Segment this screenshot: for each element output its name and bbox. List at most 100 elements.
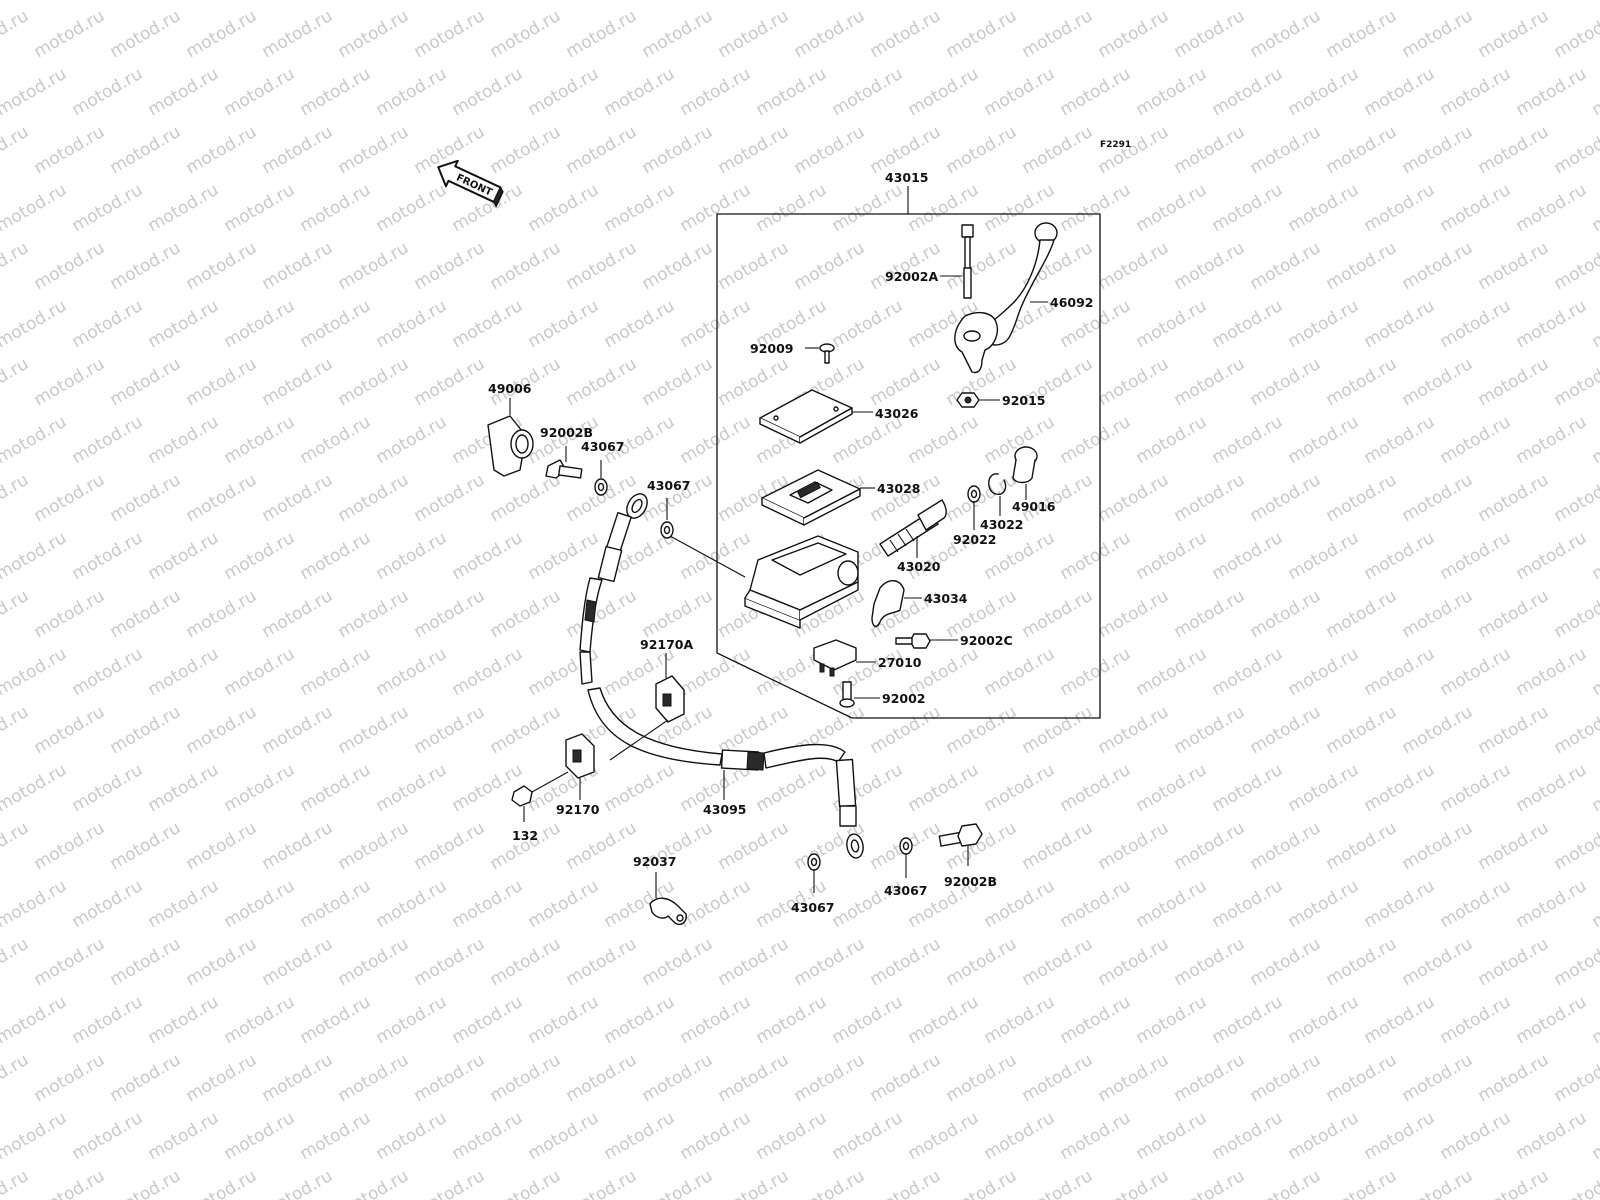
watermark-text: motod.ru [335, 122, 413, 178]
watermark-text: motod.ru [31, 586, 109, 642]
watermark-text: motod.ru [335, 586, 413, 642]
watermark-text: motod.ru [373, 760, 451, 816]
watermark-text: motod.ru [1551, 470, 1600, 526]
watermark-text: motod.ru [0, 6, 32, 62]
watermark-text: motod.ru [1171, 586, 1249, 642]
watermark-text: motod.ru [487, 1050, 565, 1106]
watermark-text: motod.ru [791, 6, 869, 62]
hose-clamp-92037: 92037 [633, 854, 688, 926]
watermark-text: motod.ru [1095, 818, 1173, 874]
watermark-text: motod.ru [487, 122, 565, 178]
watermark-text: motod.ru [335, 470, 413, 526]
watermark-text: motod.ru [1095, 934, 1173, 990]
watermark-text: motod.ru [1589, 180, 1600, 236]
watermark-text: motod.ru [335, 1050, 413, 1106]
label-43022: 43022 [980, 517, 1024, 532]
watermark-text: motod.ru [639, 586, 717, 642]
watermark-text: motod.ru [183, 238, 261, 294]
watermark-text: motod.ru [1437, 992, 1515, 1048]
watermark-text: motod.ru [69, 992, 147, 1048]
watermark-text: motod.ru [297, 412, 375, 468]
watermark-text: motod.ru [1361, 412, 1439, 468]
watermark-text: motod.ru [107, 1050, 185, 1106]
dust-boot-49016: 49016 [1012, 446, 1056, 514]
watermark-text: motod.ru [373, 180, 451, 236]
watermark-text: motod.ru [1589, 644, 1600, 700]
watermark-text: motod.ru [1475, 818, 1553, 874]
bolt-92002a: 92002A [885, 224, 974, 299]
watermark-text: motod.ru [1551, 1050, 1600, 1106]
watermark-text: motod.ru [145, 1108, 223, 1164]
watermark-text: motod.ru [183, 702, 261, 758]
watermark-text: motod.ru [1247, 354, 1325, 410]
watermark-text: motod.ru [1019, 6, 1097, 62]
watermark-text: motod.ru [373, 296, 451, 352]
watermark-text: motod.ru [677, 992, 755, 1048]
watermark-text: motod.ru [867, 354, 945, 410]
watermark-text: motod.ru [259, 470, 337, 526]
watermark-text: motod.ru [1513, 528, 1591, 584]
watermark-text: motod.ru [1247, 934, 1325, 990]
label-92002b-lower: 92002B [944, 874, 997, 889]
watermark-text: motod.ru [1323, 586, 1401, 642]
watermark-text: motod.ru [1019, 818, 1097, 874]
watermark-text: motod.ru [1285, 876, 1363, 932]
watermark-text: motod.ru [145, 296, 223, 352]
watermark-text: motod.ru [525, 64, 603, 120]
bolt-92002c: 92002C [895, 633, 1013, 649]
watermark-text: motod.ru [1133, 760, 1211, 816]
watermark-text: motod.ru [677, 1108, 755, 1164]
watermark-text: motod.ru [31, 1166, 109, 1200]
label-92009: 92009 [750, 341, 794, 356]
label-92170a: 92170A [640, 637, 693, 652]
watermark-text: motod.ru [449, 0, 527, 4]
watermark-text: motod.ru [791, 934, 869, 990]
watermark-text: motod.ru [183, 1050, 261, 1106]
watermark-text: motod.ru [335, 6, 413, 62]
watermark-text: motod.ru [1209, 876, 1287, 932]
watermark-text: motod.ru [1475, 122, 1553, 178]
watermark-text: motod.ru [905, 1108, 983, 1164]
watermark-text: motod.ru [1133, 876, 1211, 932]
watermark-text: motod.ru [715, 238, 793, 294]
watermark-text: motod.ru [145, 760, 223, 816]
watermark-text: motod.ru [1551, 122, 1600, 178]
watermark-text: motod.ru [1513, 412, 1591, 468]
watermark-text: motod.ru [1323, 702, 1401, 758]
watermark-text: motod.ru [563, 6, 641, 62]
watermark-text: motod.ru [829, 992, 907, 1048]
watermark-text: motod.ru [411, 1166, 489, 1200]
watermark-text: motod.ru [1589, 296, 1600, 352]
watermark-text: motod.ru [943, 238, 1021, 294]
watermark-text: motod.ru [69, 64, 147, 120]
watermark-text: motod.ru [1247, 6, 1325, 62]
watermark-text: motod.ru [1247, 122, 1325, 178]
watermark-text: motod.ru [297, 992, 375, 1048]
watermark-text: motod.ru [677, 644, 755, 700]
watermark-text: motod.ru [0, 528, 70, 584]
watermark-text: motod.ru [791, 238, 869, 294]
watermark-text: motod.ru [1095, 122, 1173, 178]
watermark-text: motod.ru [563, 1166, 641, 1200]
watermark-text: motod.ru [221, 64, 299, 120]
watermark-text: motod.ru [449, 528, 527, 584]
watermark-text: motod.ru [1057, 528, 1135, 584]
watermark-text: motod.ru [905, 0, 983, 4]
watermark-text: motod.ru [1285, 64, 1363, 120]
watermark-text: motod.ru [297, 0, 375, 4]
piston-kit-43020: 43020 [879, 499, 947, 574]
watermark-text: motod.ru [753, 0, 831, 4]
watermark-text: motod.ru [563, 1050, 641, 1106]
watermark-text: motod.ru [0, 934, 32, 990]
watermark-text: motod.ru [1361, 1108, 1439, 1164]
watermark-text: motod.ru [221, 1108, 299, 1164]
watermark-text: motod.ru [259, 122, 337, 178]
watermark-text: motod.ru [0, 876, 70, 932]
watermark-text: motod.ru [411, 470, 489, 526]
label-43067-c: 43067 [791, 900, 835, 915]
watermark-text: motod.ru [677, 296, 755, 352]
watermark-text: motod.ru [259, 702, 337, 758]
watermark-text: motod.ru [1437, 180, 1515, 236]
watermark-text: motod.ru [0, 992, 70, 1048]
